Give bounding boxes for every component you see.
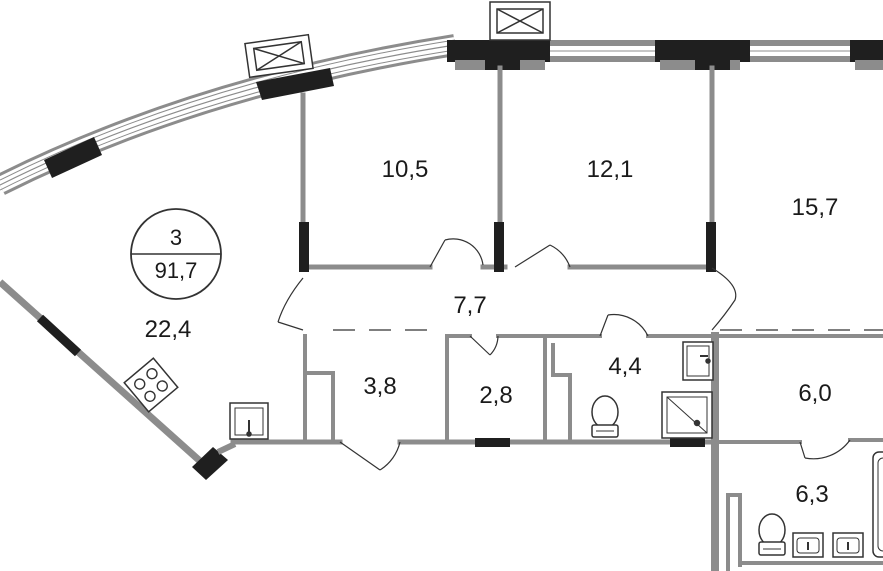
- bathtub-icon: [872, 451, 883, 558]
- apartment-badge: 3 91,7: [130, 208, 222, 300]
- room-area-hall: 7,7: [453, 292, 486, 319]
- room-area-bedroom-c: 15,7: [792, 194, 839, 221]
- toilet-icon: [591, 395, 619, 438]
- room-area-bedroom-b: 12,1: [587, 156, 634, 183]
- top-facade: [447, 40, 883, 70]
- toilet-icon-master: [758, 513, 786, 556]
- room-area-bathroom: 4,4: [608, 353, 641, 380]
- ventilation-unit-right: [489, 1, 551, 41]
- structural-columns: [299, 222, 716, 447]
- double-sink-icon: [792, 532, 864, 558]
- room-area-corridor: 6,0: [798, 380, 831, 407]
- bathroom-sink-icon: [682, 341, 714, 381]
- left-exterior-wall: [0, 279, 237, 480]
- interior-walls: [230, 65, 883, 571]
- doors: [277, 238, 851, 471]
- total-area-label: 91,7: [155, 258, 198, 283]
- room-labels: 22,4 10,5 12,1 15,7 7,7 3,8 2,8 4,4 6,0 …: [145, 156, 839, 508]
- shower-icon: [661, 391, 713, 439]
- room-area-master-bath: 6,3: [795, 481, 828, 508]
- ventilation-unit-left: [244, 33, 314, 79]
- room-area-living: 22,4: [145, 316, 192, 343]
- room-area-storage: 3,8: [363, 373, 396, 400]
- facade-columns: [44, 68, 334, 178]
- stove-icon: [123, 357, 179, 413]
- room-area-bedroom-a: 10,5: [382, 156, 429, 183]
- rooms-count-label: 3: [170, 225, 182, 250]
- kitchen-sink-icon: [229, 402, 269, 440]
- room-area-wc: 2,8: [479, 382, 512, 409]
